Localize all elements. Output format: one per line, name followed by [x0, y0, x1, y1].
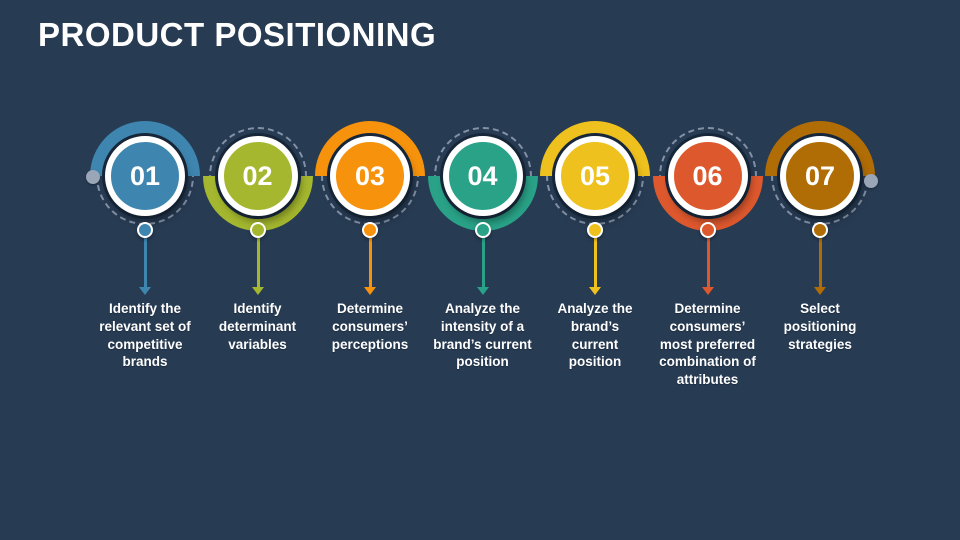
connector-line [594, 238, 597, 287]
step-label: Determine consumers’ perceptions [331, 301, 409, 352]
connector-dot [137, 222, 153, 238]
arrow-down-icon [701, 287, 714, 295]
half-ring-arc [315, 121, 425, 176]
arrow-down-icon [476, 287, 489, 295]
step-number: 05 [579, 161, 611, 191]
connector-dot [474, 222, 491, 238]
step-circle: 04 [442, 136, 523, 216]
process-step-1: 01 Identify the relevant set of competit… [85, 121, 205, 421]
chain-end-dot [864, 174, 878, 188]
step-label: Select positioning strategies [783, 301, 857, 352]
connector-dot [699, 222, 716, 238]
step-circle: 07 [780, 136, 860, 216]
connector-line [144, 238, 147, 287]
half-ring-arc [90, 121, 200, 176]
step-number: 01 [129, 161, 161, 191]
arrow-down-icon [364, 287, 376, 295]
process-step-6: 06 Determine consumers’ most preferred c… [648, 121, 768, 421]
arrow-down-icon [814, 287, 826, 295]
step-number: 04 [467, 161, 498, 191]
step-circle: 05 [555, 136, 635, 216]
step-number: 02 [242, 161, 273, 191]
step-label: Analyze the brand’s current position [557, 301, 633, 370]
step-circle: 03 [330, 136, 410, 216]
step-circle: 01 [105, 136, 185, 216]
step-number: 03 [354, 161, 386, 191]
half-ring-arc [540, 121, 650, 176]
step-circle: 02 [217, 136, 298, 216]
arrow-down-icon [589, 287, 601, 295]
half-ring-arc [427, 176, 538, 231]
connector-line [369, 238, 372, 287]
process-step-5: 05 Analyze the brand’s current position [535, 121, 655, 421]
connector-dot [587, 222, 603, 238]
connector-dot [362, 222, 378, 238]
process-step-7: 07 Select positioning strategies [760, 121, 880, 421]
step-label: Analyze the intensity of a brand’s curre… [433, 301, 532, 370]
process-step-2: 02 Identify determinant variables [198, 121, 318, 421]
half-ring-arc [765, 121, 875, 176]
step-number: 07 [804, 161, 836, 191]
connector-dot [812, 222, 828, 238]
process-step-4: 04 Analyze the intensity of a brand’s cu… [423, 121, 543, 421]
arrow-down-icon [139, 287, 151, 295]
connector-line [256, 238, 260, 287]
connector-line [481, 238, 485, 287]
step-label: Identify determinant variables [218, 301, 297, 352]
connector-line [706, 238, 710, 287]
step-circle: 06 [667, 136, 748, 216]
connector-line [819, 238, 822, 287]
connector-dot [249, 222, 266, 238]
step-label: Determine consumers’ most preferred comb… [659, 301, 756, 388]
arrow-down-icon [251, 287, 264, 295]
slide-title: PRODUCT POSITIONING [38, 16, 437, 53]
step-label: Identify the relevant set of competitive… [99, 301, 191, 370]
chain-start-dot [86, 170, 100, 184]
process-step-3: 03 Determine consumers’ perceptions [310, 121, 430, 421]
step-number: 06 [692, 161, 723, 191]
